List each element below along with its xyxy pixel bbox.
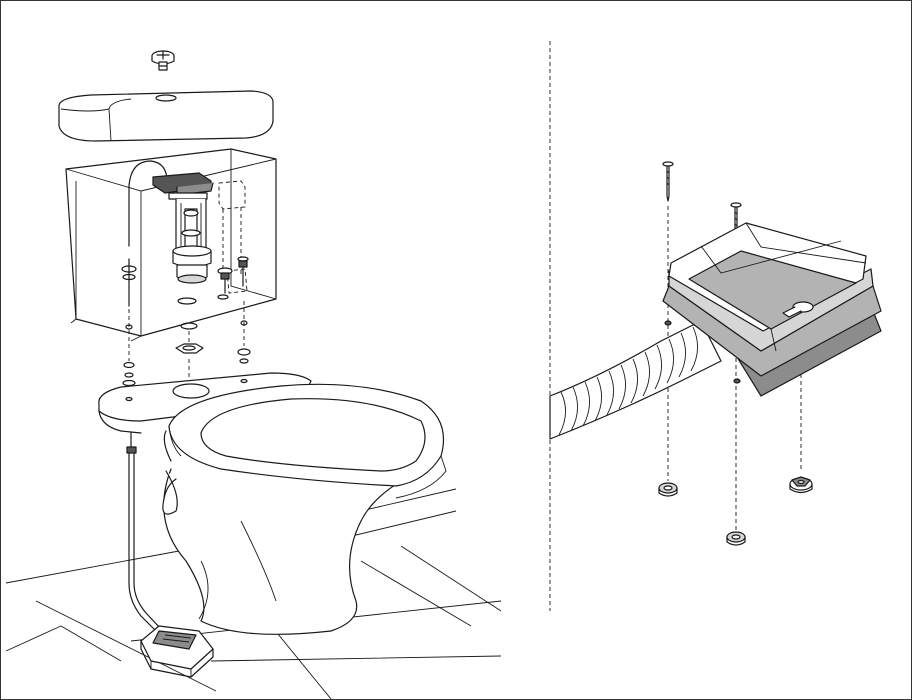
push-button-icon bbox=[151, 50, 175, 71]
washer-icon bbox=[789, 476, 813, 494]
washer-icon bbox=[726, 531, 746, 546]
washer-icon bbox=[658, 482, 678, 497]
flush-valve-icon bbox=[152, 172, 214, 284]
right-panel bbox=[549, 161, 882, 546]
nail-icon bbox=[662, 161, 674, 202]
tank-lid-icon bbox=[58, 90, 274, 142]
refill-tube bbox=[128, 160, 168, 247]
left-panel bbox=[5, 50, 502, 699]
gasket-set bbox=[122, 343, 251, 387]
pedal-cable bbox=[126, 446, 162, 632]
toilet-bowl-icon bbox=[98, 372, 447, 635]
fill-valve-icon bbox=[218, 180, 248, 346]
tank-body bbox=[65, 148, 277, 342]
tank-bolts bbox=[121, 256, 249, 307]
mount-box-icon bbox=[662, 222, 882, 397]
flex-hose-icon bbox=[549, 320, 722, 440]
foot-pedal-icon bbox=[140, 625, 214, 678]
